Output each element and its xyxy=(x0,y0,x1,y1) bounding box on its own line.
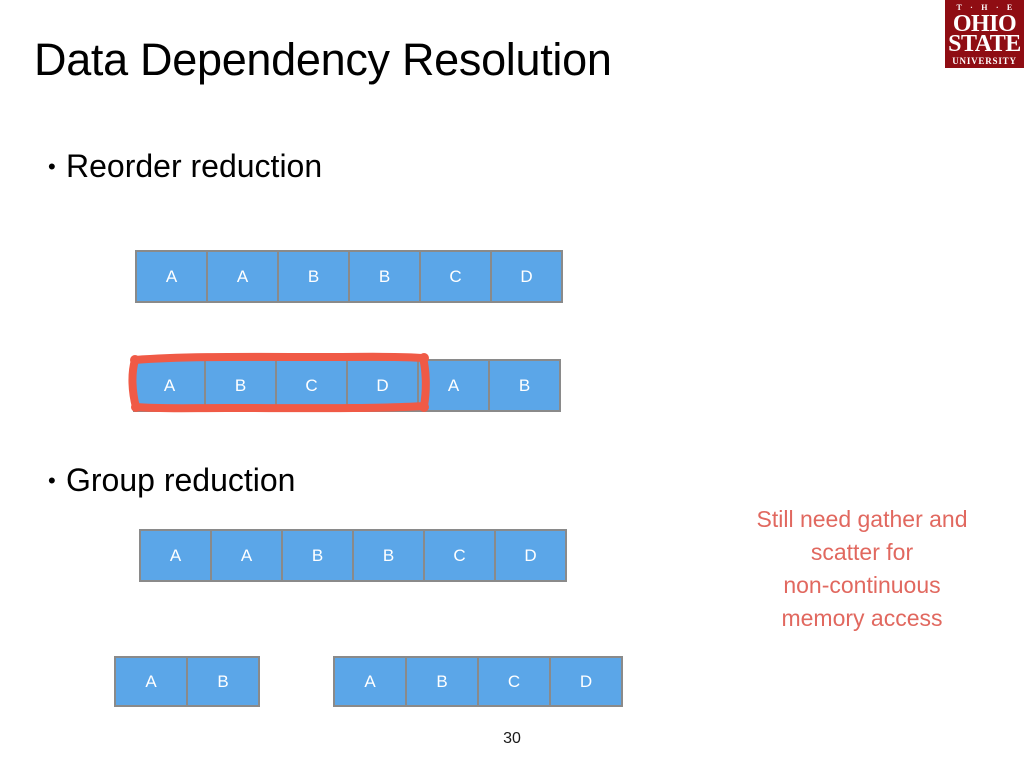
cell: A xyxy=(114,656,188,707)
cell: D xyxy=(549,656,623,707)
group-before-strip: A A B B C D xyxy=(139,529,567,582)
bullet-reorder-reduction: • Reorder reduction xyxy=(48,146,322,187)
cell: B xyxy=(405,656,479,707)
ohio-state-university-logo: T · H · E OHIO STATE UNIVERSITY xyxy=(945,0,1024,68)
cell: D xyxy=(494,529,567,582)
bullet-group-label: Group reduction xyxy=(66,462,296,498)
cell: B xyxy=(277,250,350,303)
bullet-reorder-label: Reorder reduction xyxy=(66,148,323,184)
logo-line-university: UNIVERSITY xyxy=(952,56,1017,66)
cell: C xyxy=(477,656,551,707)
cell: A xyxy=(133,359,206,412)
cell: A xyxy=(417,359,490,412)
note-line: scatter for xyxy=(810,539,914,565)
logo-line-the: T · H · E xyxy=(956,3,1016,12)
cell: B xyxy=(352,529,425,582)
cell: D xyxy=(490,250,563,303)
cell: B xyxy=(488,359,561,412)
cell: B xyxy=(204,359,277,412)
page-title: Data Dependency Resolution xyxy=(34,34,612,85)
bullet-marker-icon: • xyxy=(48,154,56,179)
cell: C xyxy=(275,359,348,412)
cell: B xyxy=(281,529,354,582)
logo-line-ohio: OHIO xyxy=(952,11,1017,37)
cell: A xyxy=(206,250,279,303)
logo-line-state: STATE xyxy=(948,31,1021,57)
cell: A xyxy=(210,529,283,582)
note-line: Still need gather and xyxy=(756,506,968,532)
group-after-strip-1: A B xyxy=(114,656,260,707)
cell: A xyxy=(333,656,407,707)
cell: A xyxy=(135,250,208,303)
cell: A xyxy=(139,529,212,582)
group-after-strip-2: A B C D xyxy=(333,656,623,707)
reorder-before-strip: A A B B C D xyxy=(135,250,563,303)
page-number: 30 xyxy=(503,730,521,747)
note-line: memory access xyxy=(781,605,943,631)
note-line: non-continuous xyxy=(783,572,941,598)
cell: B xyxy=(348,250,421,303)
cell: D xyxy=(346,359,419,412)
bullet-marker-icon: • xyxy=(48,468,56,493)
cell: C xyxy=(419,250,492,303)
cell: C xyxy=(423,529,496,582)
cell: B xyxy=(186,656,260,707)
reorder-after-strip: A B C D A B xyxy=(133,359,561,412)
bullet-group-reduction: • Group reduction xyxy=(48,460,295,501)
gather-scatter-note: Still need gather and scatter for non-co… xyxy=(714,503,1010,635)
